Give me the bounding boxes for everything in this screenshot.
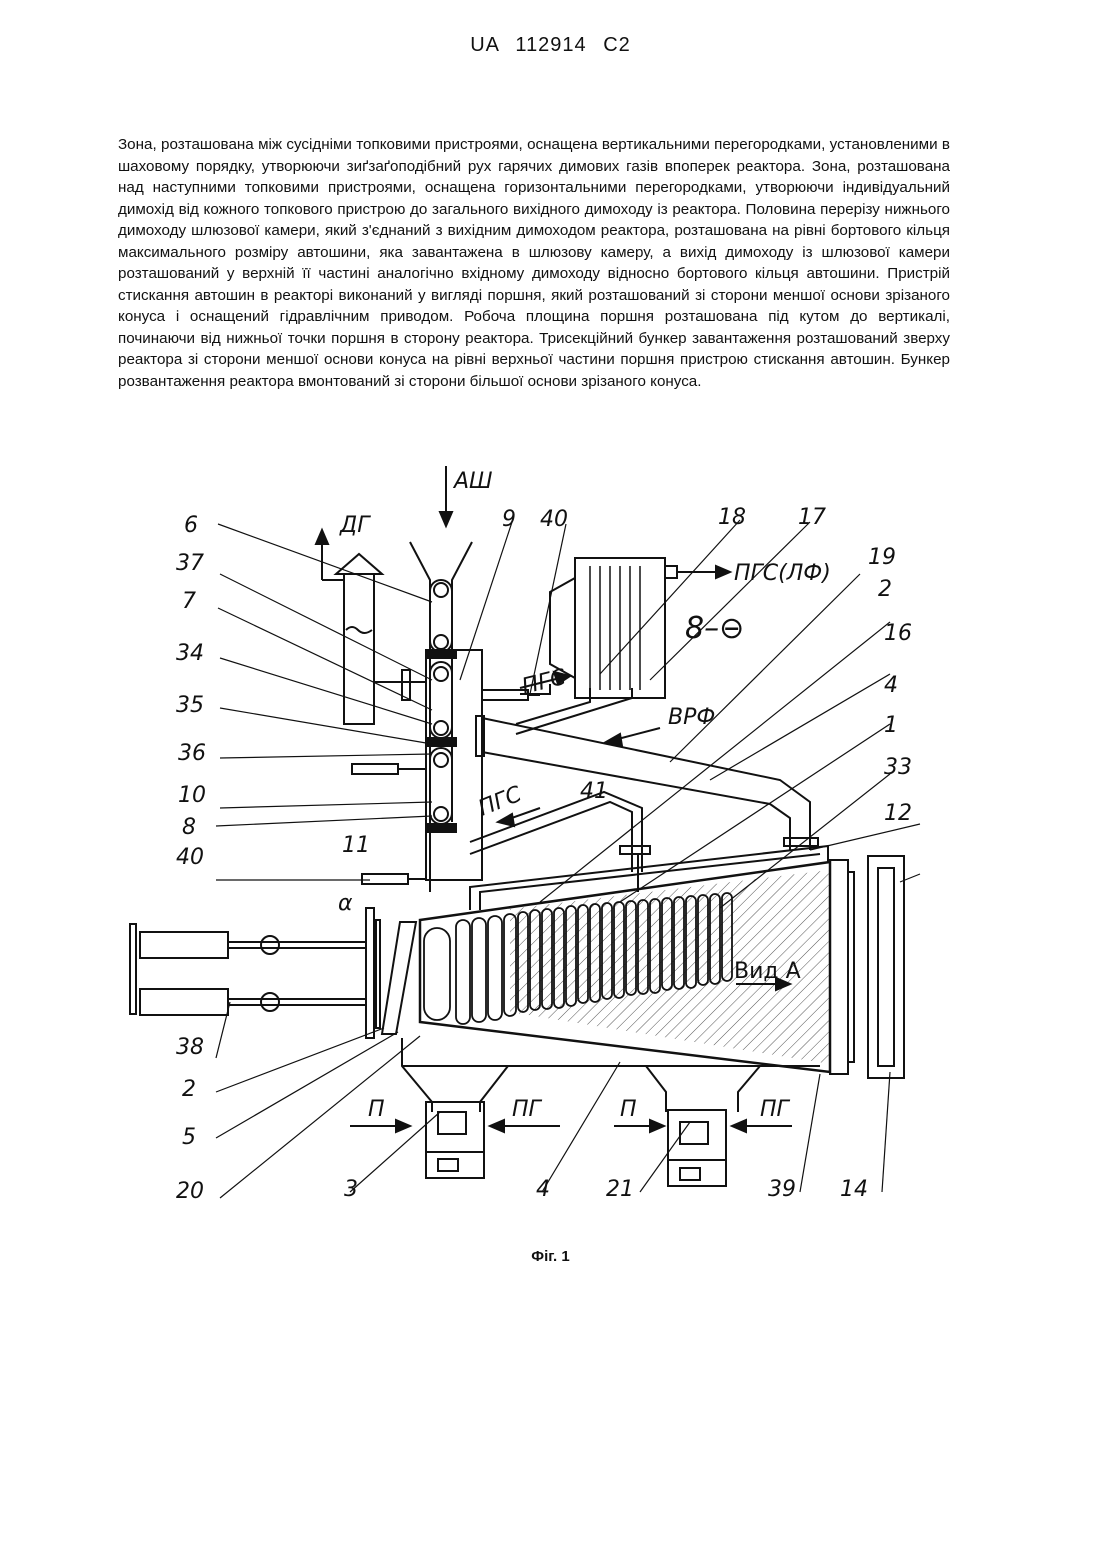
ref-num: 17 <box>798 505 826 530</box>
reactor-flange <box>830 860 848 1074</box>
hydraulic-cylinder-upper <box>140 932 228 958</box>
ref-num: 36 <box>178 741 206 766</box>
label-p-right: П <box>620 1097 637 1122</box>
ref-num: 2 <box>182 1077 196 1102</box>
ref-num: 7 <box>182 589 196 614</box>
ref-num: 21 <box>606 1177 634 1202</box>
ref-num: 20 <box>176 1179 204 1204</box>
label-pgs-lf: ПГС(ЛФ) <box>734 561 831 586</box>
label-alpha: α <box>338 891 353 916</box>
ref-num: 3 <box>344 1177 358 1202</box>
label-vrf: ВРФ <box>668 705 715 730</box>
ref-num: 9 <box>502 507 516 532</box>
ref-num: 4 <box>536 1177 550 1202</box>
left-frame-plate <box>130 924 136 1014</box>
technical-drawing: АШ ДГ ПГС(ЛФ) ПГС ВРФ 8–⊖ ПГС Вид А α П … <box>120 462 960 1232</box>
ref-num: 37 <box>176 551 204 576</box>
piston <box>382 922 416 1034</box>
document-number: UA 112914 C2 <box>0 34 1101 57</box>
ref-num: 35 <box>176 693 204 718</box>
ref-num: 40 <box>540 507 568 532</box>
actuator-middle <box>352 764 398 774</box>
piston-frame <box>366 908 374 1038</box>
ref-num: 6 <box>184 513 198 538</box>
ref-num: 12 <box>884 801 912 826</box>
label-dg: ДГ <box>339 513 371 538</box>
ref-num: 10 <box>178 783 206 808</box>
figure-caption: Фіг. 1 <box>0 1248 1101 1265</box>
body-paragraph: Зона, розташована між сусідніми топковим… <box>118 134 950 392</box>
ref-num: 19 <box>868 545 896 570</box>
drawing-svg: АШ ДГ ПГС(ЛФ) ПГС ВРФ 8–⊖ ПГС Вид А α П … <box>120 462 960 1232</box>
hydraulic-cylinder-lower <box>140 989 228 1015</box>
ref-num: 5 <box>182 1125 196 1150</box>
ref-num: 14 <box>840 1177 868 1202</box>
label-pgs-top: ПГС <box>519 665 569 700</box>
ref-num: 4 <box>884 673 898 698</box>
unloading-door <box>868 856 904 1078</box>
tyre <box>424 928 450 1020</box>
ref-num: 11 <box>342 833 370 858</box>
ref-num: 38 <box>176 1035 204 1060</box>
ref-num: 33 <box>884 755 912 780</box>
label-pg-left: ПГ <box>512 1097 543 1122</box>
ref-num: 8 <box>182 815 196 840</box>
label-p-left: П <box>368 1097 385 1122</box>
furnace-right <box>668 1110 726 1160</box>
label-pg-right: ПГ <box>760 1097 791 1122</box>
label-generator: 8–⊖ <box>685 611 744 646</box>
label-ash: АШ <box>452 469 493 494</box>
label-view-a: Вид А <box>734 959 801 984</box>
ref-num: 41 <box>580 779 608 804</box>
ref-num: 40 <box>176 845 204 870</box>
ref-num: 39 <box>768 1177 796 1202</box>
ref-num: 18 <box>718 505 746 530</box>
ref-num: 16 <box>884 621 912 646</box>
furnace-left <box>426 1102 484 1152</box>
ref-num: 1 <box>884 713 898 738</box>
actuator-lower <box>362 874 408 884</box>
ref-num: 2 <box>878 577 892 602</box>
ref-num: 34 <box>176 641 204 666</box>
